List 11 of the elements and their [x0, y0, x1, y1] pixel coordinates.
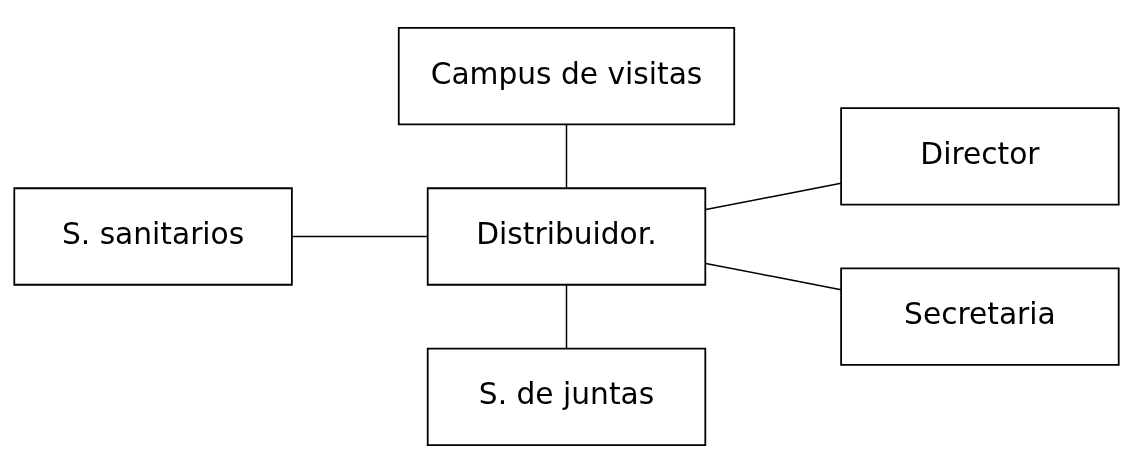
connector [705, 262, 842, 291]
node-box: Distribuidor. [426, 186, 707, 286]
node-box: S. de juntas [426, 347, 707, 446]
connector [565, 123, 568, 188]
connector [565, 283, 568, 349]
node-box: Secretaria [840, 267, 1120, 366]
node-box: S. sanitarios [13, 186, 293, 286]
connector [291, 235, 429, 237]
connector [705, 181, 842, 210]
node-box: Campus de visitas [397, 26, 736, 125]
node-box: Director [840, 106, 1120, 205]
